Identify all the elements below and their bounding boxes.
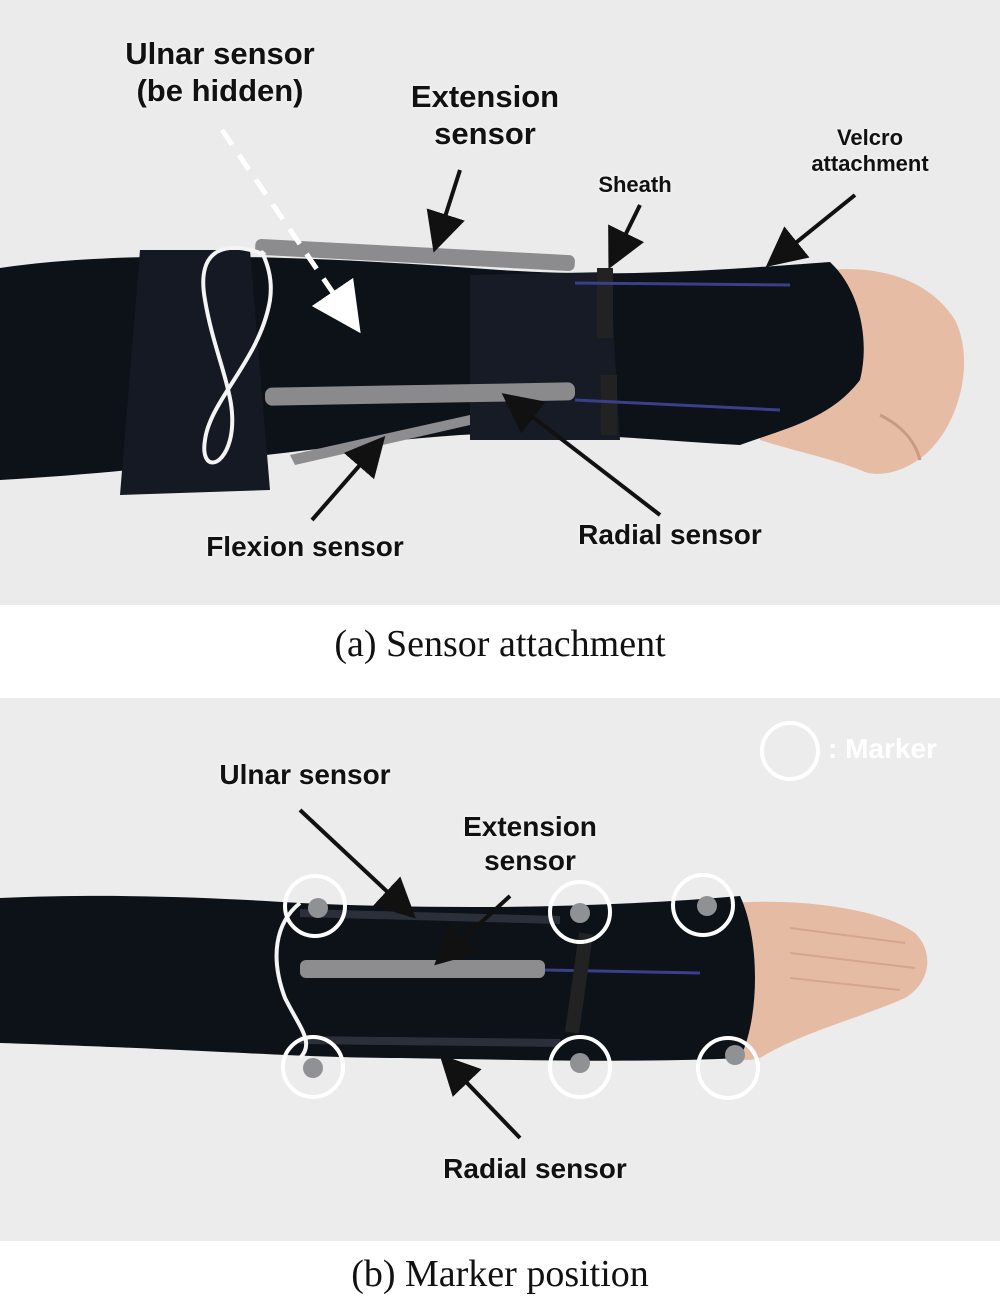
hand-b [730, 901, 928, 1060]
white-cable [201, 245, 273, 465]
radial-sensor-strip [264, 382, 576, 406]
label-ulnar-sensor: Ulnar sensor [219, 759, 391, 790]
sheath-strap [597, 268, 613, 338]
label-marker-legend: : Marker [828, 733, 937, 764]
label-velcro-attachment: Velcro attachment [811, 125, 929, 177]
marker-circles [281, 873, 760, 1100]
label-ulnar-sensor-hidden: Ulnar sensor (be hidden) [125, 36, 315, 109]
marker-group [303, 896, 745, 1078]
label-radial-sensor: Radial sensor [578, 519, 762, 550]
extension-sensor-strip [255, 238, 575, 272]
caption-a: (a) Sensor attachment [334, 623, 666, 665]
marker-legend-circle [760, 721, 820, 781]
label-flexion-sensor: Flexion sensor [206, 531, 404, 562]
label-extension-sensor-b: Extension sensor [463, 811, 597, 876]
extension-sensor-strip-b [300, 960, 545, 978]
arm-photo-a [0, 0, 1000, 605]
label-radial-sensor-b: Radial sensor [443, 1153, 627, 1184]
label-sheath: Sheath [598, 172, 672, 197]
sleeve-b [0, 895, 755, 1061]
label-extension-sensor: Extension sensor [410, 79, 560, 152]
photo-panel-sensor-attachment: Ulnar sensor (be hidden) Extension senso… [0, 0, 1000, 605]
arm-photo-b [0, 698, 1000, 1241]
caption-b: (b) Marker position [351, 1253, 649, 1295]
photo-panel-marker-position: Ulnar sensor Extension sensor Radial sen… [0, 698, 1000, 1241]
